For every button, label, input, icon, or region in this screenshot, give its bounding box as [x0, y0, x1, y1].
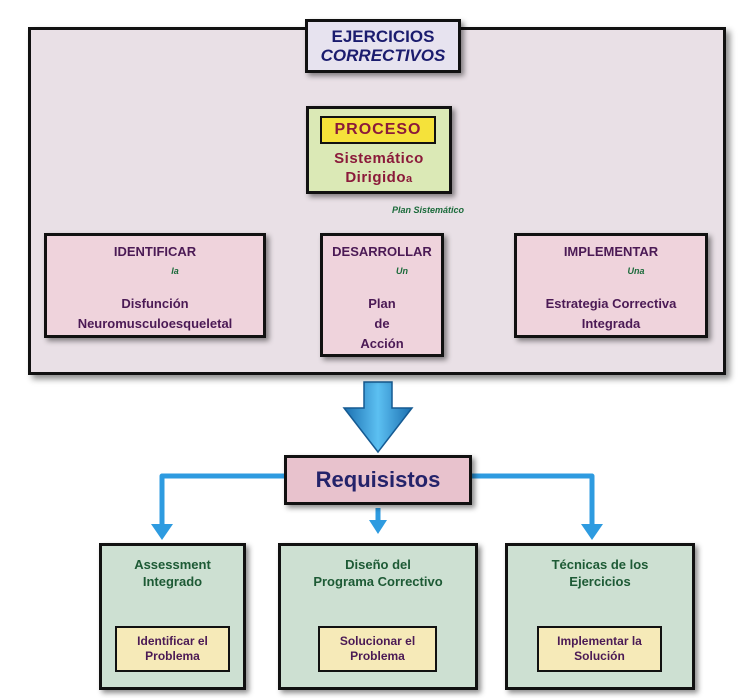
- step-body: Disfunción Neuromusculoesqueletal: [47, 294, 263, 334]
- requirement-title: Assessment Integrado: [102, 556, 243, 590]
- requirement-tecnicas: Técnicas de los Ejercicios: [505, 543, 695, 690]
- requirement-title: Diseño del Programa Correctivo: [281, 556, 475, 590]
- requirement-line1: Técnicas de los: [551, 557, 649, 572]
- arrowhead: [581, 524, 603, 540]
- result-line1: Identificar el: [137, 634, 208, 648]
- requirement-result: Identificar el Problema: [115, 626, 230, 672]
- step-connector: la: [171, 266, 179, 276]
- requirement-title: Técnicas de los Ejercicios: [508, 556, 692, 590]
- result-line2: Solución: [574, 649, 625, 663]
- step-identificar: IDENTIFICAR la Disfunción Neuromusculoes…: [44, 233, 266, 338]
- requirement-line2: Ejercicios: [569, 574, 631, 589]
- plan-sistematico-label: Plan Sistemático: [392, 205, 465, 215]
- step-line1: Plan: [368, 296, 396, 311]
- result-line2: Problema: [145, 649, 200, 663]
- proceso-line2-main: Dirigido: [345, 169, 407, 186]
- proceso-text: Sistemático Dirigidoa: [306, 148, 452, 190]
- requisitos-box: Requisistos: [284, 455, 472, 505]
- req-to-right-line: [472, 473, 595, 526]
- step-implementar: IMPLEMENTAR Una Estrategia Correctiva In…: [514, 233, 708, 338]
- step-connector: Un: [396, 266, 408, 276]
- step-body: Estrategia Correctiva Integrada: [517, 294, 705, 334]
- arrowhead: [369, 520, 387, 534]
- step-line1: Estrategia Correctiva: [545, 296, 677, 311]
- big-down-arrow: [342, 381, 414, 454]
- requirement-result: Solucionar el Problema: [318, 626, 437, 672]
- proceso-line2: Dirigidoa: [345, 168, 412, 189]
- requirement-result: Implementar la Solución: [537, 626, 662, 672]
- requirement-line1: Diseño del: [345, 557, 411, 572]
- title-line2: CORRECTIVOS: [320, 46, 446, 65]
- step-title: IMPLEMENTAR: [563, 244, 659, 259]
- step-line2: de: [374, 316, 390, 331]
- step-connector: Una: [627, 266, 645, 276]
- step-title: IDENTIFICAR: [113, 244, 197, 259]
- result-line1: Solucionar el: [339, 634, 416, 648]
- result-line1: Implementar la: [557, 634, 642, 648]
- proceso-label: PROCESO: [320, 116, 436, 144]
- step-body: Plan de Acción: [323, 294, 441, 354]
- step-title: DESARROLLAR: [332, 244, 432, 259]
- proceso-line2-suffix: a: [406, 173, 413, 185]
- result-line2: Problema: [350, 649, 405, 663]
- step-line2: Integrada: [581, 316, 641, 331]
- step-desarrollar: DESARROLLAR Un Plan de Acción: [320, 233, 444, 357]
- title-box: EJERCICIOS CORRECTIVOS: [305, 19, 461, 73]
- requirement-line2: Integrado: [142, 574, 203, 589]
- req-to-left-line: [159, 473, 284, 526]
- title-line1: EJERCICIOS: [331, 27, 435, 46]
- step-line3: Acción: [360, 336, 404, 351]
- proceso-line1: Sistemático: [334, 150, 424, 167]
- step-line2: Neuromusculoesqueletal: [77, 316, 233, 331]
- requirement-line2: Programa Correctivo: [313, 574, 443, 589]
- step-line1: Disfunción: [121, 296, 189, 311]
- arrowhead: [151, 524, 173, 540]
- requirement-line1: Assessment: [134, 557, 211, 572]
